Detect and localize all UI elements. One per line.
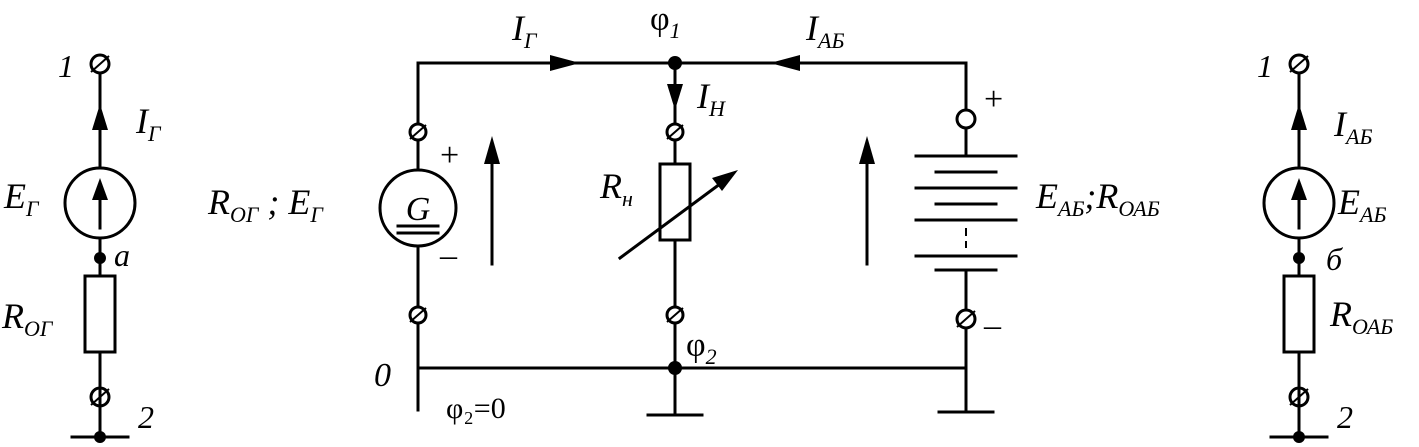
right-node-label: б xyxy=(1326,241,1343,277)
generator-current-arrow xyxy=(550,55,580,71)
ground-condition-label: φ₂=0 xyxy=(446,392,506,425)
left-current-label: IГ xyxy=(135,101,162,146)
battery-current-arrow xyxy=(770,55,800,71)
left-emf-label: EГ xyxy=(3,176,40,221)
right-node-dot xyxy=(1293,252,1305,264)
left-equivalent-source: 1 2 IГ EГ a RОГ xyxy=(1,48,162,443)
left-terminal-2 xyxy=(89,386,111,408)
generator-plus-sign: + xyxy=(440,137,459,174)
top-potential-label: φ1 xyxy=(650,1,681,43)
right-terminal-1-label: 1 xyxy=(1257,48,1273,84)
generator-terminal-bottom-mark xyxy=(409,307,427,323)
bottom-potential-label: φ2 xyxy=(686,327,717,369)
battery-current-label: IАБ xyxy=(805,8,844,53)
load-terminal-bottom-mark xyxy=(666,307,684,323)
left-terminal-2-mark xyxy=(90,388,110,406)
generator-parameters-label: RОГ ; EГ xyxy=(207,182,324,227)
right-terminal-2 xyxy=(1288,386,1310,408)
battery-plus-sign: + xyxy=(984,81,1003,118)
right-terminal-1 xyxy=(1288,53,1310,75)
generator-terminal-top-mark xyxy=(409,124,427,140)
left-terminal-1 xyxy=(89,53,111,75)
right-terminal-2-mark xyxy=(1289,388,1309,406)
generator-voltage-arrow-head xyxy=(484,136,500,164)
load-current-arrow xyxy=(667,84,683,110)
right-terminal-2-label: 2 xyxy=(1337,399,1353,435)
load-variable-arrow-head xyxy=(712,170,738,191)
left-terminal-1-mark xyxy=(90,55,110,73)
load-resistor xyxy=(658,162,692,242)
generator-current-label: IГ xyxy=(511,8,538,53)
right-current-arrow xyxy=(1291,104,1307,130)
right-current-label: IАБ xyxy=(1333,104,1372,149)
load-variable-arrow-shaft xyxy=(617,175,731,261)
generator-minus-sign: – xyxy=(439,237,458,274)
right-resistance-label: RОАБ xyxy=(1329,294,1393,339)
right-emf-label: EАБ xyxy=(1337,182,1386,227)
generator-symbol-letter: G xyxy=(406,191,431,228)
left-terminal-2-label: 2 xyxy=(138,399,154,435)
battery-terminal-minus-mark xyxy=(956,310,976,328)
right-equivalent-source: 1 2 IАБ EАБ б RОАБ xyxy=(1257,48,1393,443)
right-emf-arrow-head xyxy=(1291,178,1307,200)
battery-voltage-arrow-head xyxy=(859,136,875,164)
load-terminal-top-mark xyxy=(666,124,684,140)
left-current-arrow xyxy=(92,104,108,130)
left-resistance-label: RОГ xyxy=(1,296,54,341)
center-circuit: G + – xyxy=(207,1,1160,425)
left-resistor xyxy=(83,274,117,354)
left-terminal-1-label: 1 xyxy=(58,48,74,84)
battery-terminal-plus xyxy=(955,108,977,130)
left-node-label: a xyxy=(114,237,130,273)
battery-cells xyxy=(914,154,1018,272)
right-terminal-1-mark xyxy=(1289,55,1309,73)
right-resistor xyxy=(1282,274,1316,354)
load-current-label: IН xyxy=(696,76,726,121)
load-resistance-label: Rн xyxy=(599,166,633,211)
battery-minus-sign: – xyxy=(983,307,1002,344)
zero-node-label: 0 xyxy=(374,357,391,394)
left-emf-arrow-head xyxy=(92,178,108,200)
left-node-dot xyxy=(94,252,106,264)
battery-parameters-label: EАБ;RОАБ xyxy=(1035,176,1160,221)
